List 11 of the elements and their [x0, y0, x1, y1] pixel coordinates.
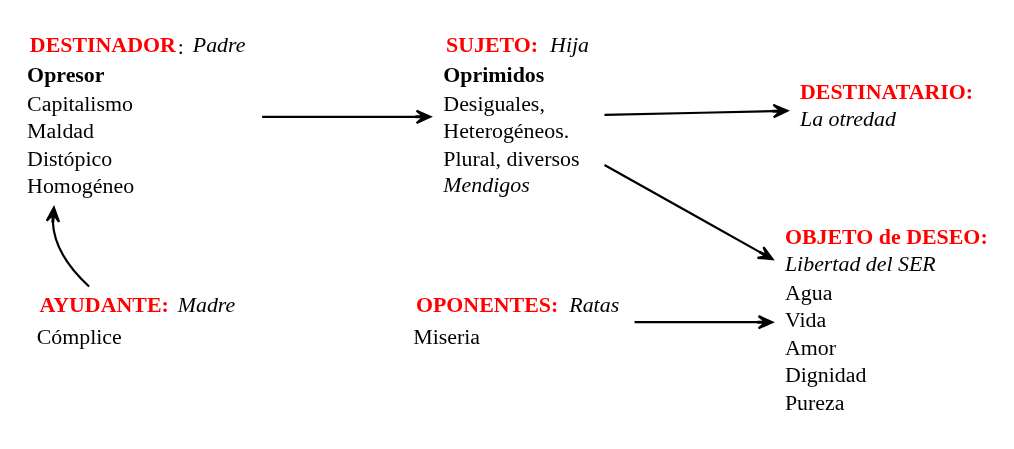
node-text: DESTINATARIO: La otredad	[799, 78, 974, 131]
arrow	[45, 206, 90, 287]
arrow	[262, 109, 432, 124]
node-text: OBJETO de DESEO: Libertad del SER Agua Vida Amor Dignidad Pureza	[784, 223, 988, 415]
node-text: DESTINADOR: Padre Opresor Capitalismo Maldad Distópico Homogéneo	[27, 31, 246, 198]
arrow	[634, 314, 774, 329]
node-text: SUJETO: Hija Oprimidos Desiguales, Heterogéneos. Plural, diversos Mendigos	[443, 31, 590, 197]
node-text: OPONENTES: Ratas Miseria	[413, 291, 620, 349]
arrow	[604, 103, 789, 118]
node-text: AYUDANTE: Madre Cómplice	[36, 291, 236, 349]
arrow	[603, 163, 774, 260]
